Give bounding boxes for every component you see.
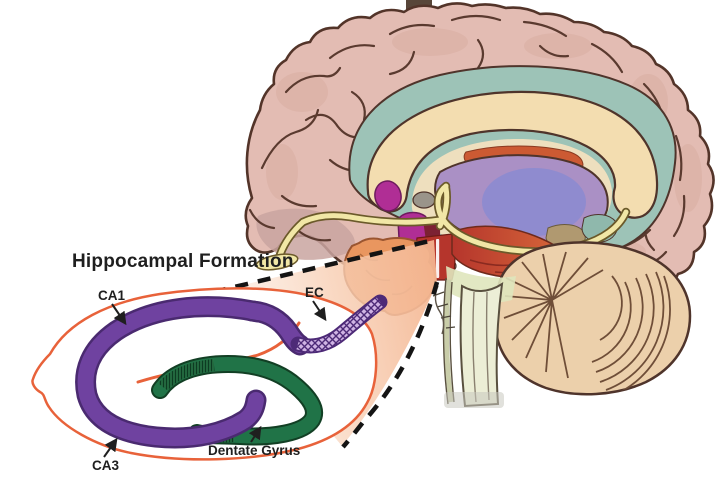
magenta-nucleus-upper [374,180,402,212]
funnel-dashed-top [212,237,435,295]
cord-left-strip [444,279,454,403]
fornix [255,181,631,271]
ec-label: EC [305,285,324,300]
granule-hatch-upper [158,359,215,391]
cord-lines [472,291,490,403]
ca3-label: CA3 [92,458,119,473]
ca1-arrow [111,303,127,326]
ca1-label: CA1 [98,288,125,303]
cord-left-strip-outline [442,277,455,405]
cerebellum [493,241,692,396]
inset-title: Hippocampal Formation [72,251,294,272]
cord-fade [444,392,504,408]
dentate-gyrus-label: Dentate Gyrus [208,443,300,458]
ec-arrow [312,300,327,322]
funnel-dashed-right [341,281,440,449]
cerebellum-folia [503,251,671,395]
ec-band [290,294,388,354]
ca3-arrow [103,437,118,458]
pons-hatches [432,291,456,329]
cerebellum-body [493,241,692,396]
corpus-callosum [366,90,659,219]
dentate-gyrus-ribbon [151,354,323,446]
dentate-gyrus-arrow [248,425,262,443]
thalamus-core [482,168,586,236]
spinal-cord [459,281,504,408]
brainstem [432,266,516,408]
white-strip [436,239,440,278]
olfactory-bulb [255,253,299,271]
habenula-gray [412,191,436,209]
labels: Hippocampal Formation CA1 EC CA3 Dentate… [72,251,327,473]
hippocampal-formation-inset [31,287,388,461]
